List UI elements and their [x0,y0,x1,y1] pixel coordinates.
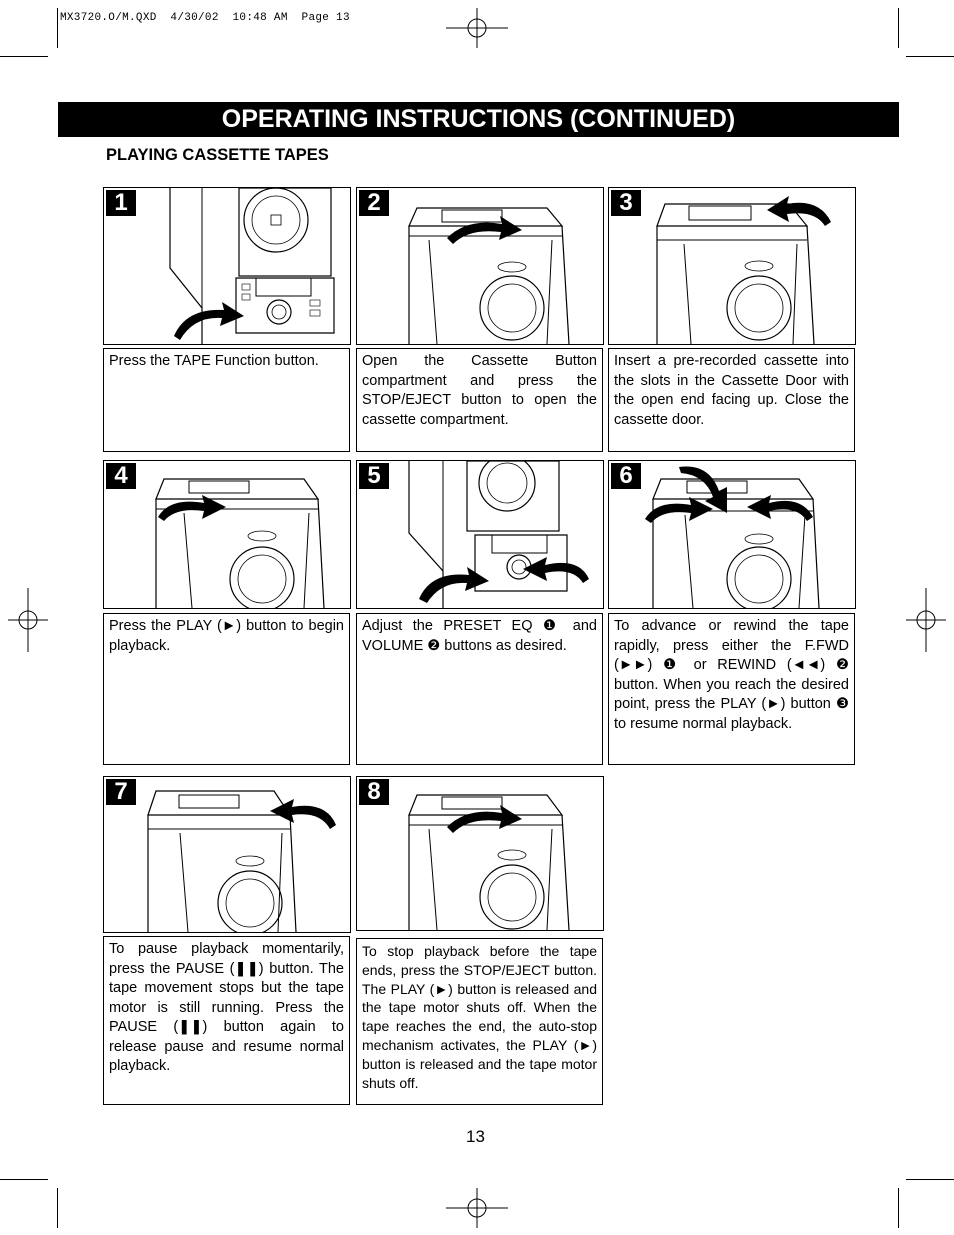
step-number: 8 [359,779,389,805]
step-8-illustration: 8 [356,776,604,931]
step-4-illustration: 4 [103,460,351,609]
crop-mark [57,1188,58,1228]
step-1-illustration: 1 [103,187,351,345]
registration-mark-icon [8,588,48,652]
step-5-text: Adjust the PRESET EQ ❶ and VOLUME ❷ butt… [356,613,603,765]
crop-mark [0,56,48,57]
step-3-text: Insert a pre-recorded cassette into the … [608,348,855,452]
step-number: 3 [611,190,641,216]
page-number: 13 [466,1127,485,1146]
registration-mark-icon [906,588,946,652]
step-7-illustration: 7 [103,776,351,933]
step-6-illustration: 6 [608,460,856,609]
step-1-text: Press the TAPE Function button. [103,348,350,452]
step-3-illustration: 3 [608,187,856,345]
step-2-illustration: 2 [356,187,604,345]
registration-mark-icon [446,1188,508,1228]
step-6-text: To advance or rewind the tape rapidly, p… [608,613,855,765]
step-number: 7 [106,779,136,805]
crop-mark [898,1188,899,1228]
crop-mark [0,1179,48,1180]
step-number: 2 [359,190,389,216]
step-number: 5 [359,463,389,489]
crop-mark [57,8,58,48]
step-8-text: To stop playback before the tape ends, p… [356,938,603,1105]
crop-mark [906,56,954,57]
step-number: 1 [106,190,136,216]
step-7-text: To pause playback momentarily, press the… [103,936,350,1105]
step-5-illustration: 5 [356,460,604,609]
step-number: 6 [611,463,641,489]
step-number: 4 [106,463,136,489]
page-title: OPERATING INSTRUCTIONS (CONTINUED) [58,102,899,137]
step-4-text: Press the PLAY (►) button to begin playb… [103,613,350,765]
crop-mark [898,8,899,48]
file-slug: MX3720.O/M.QXD 4/30/02 10:48 AM Page 13 [60,12,350,24]
step-2-text: Open the Cassette Button compartment and… [356,348,603,452]
section-heading: PLAYING CASSETTE TAPES [106,146,329,164]
registration-mark-icon [446,8,508,48]
crop-mark [906,1179,954,1180]
